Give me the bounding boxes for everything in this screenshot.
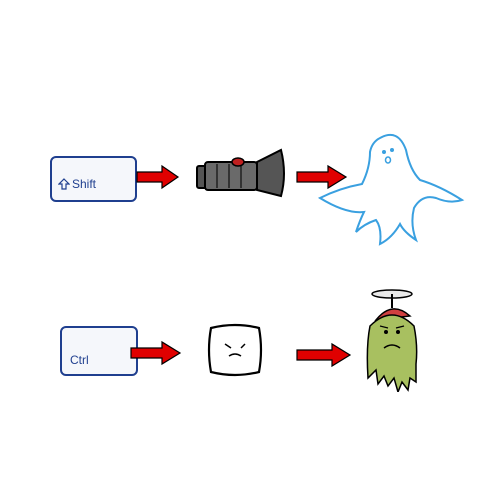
ctrl-key-label: Ctrl (70, 353, 89, 367)
flashlight-icon (196, 148, 285, 198)
ctrl-key: Ctrl (60, 326, 138, 376)
arrow-right-icon (130, 340, 182, 366)
marshmallow-icon (207, 323, 263, 377)
shift-key: Shift (50, 156, 137, 202)
shift-key-label: Shift (72, 177, 97, 191)
arrow-right-icon (296, 342, 352, 368)
arrow-right-icon (136, 164, 180, 190)
ghost-icon (317, 134, 465, 246)
arrow-right-icon (296, 164, 348, 190)
shift-arrow-icon (58, 178, 70, 190)
slime-monster-icon (366, 289, 418, 392)
